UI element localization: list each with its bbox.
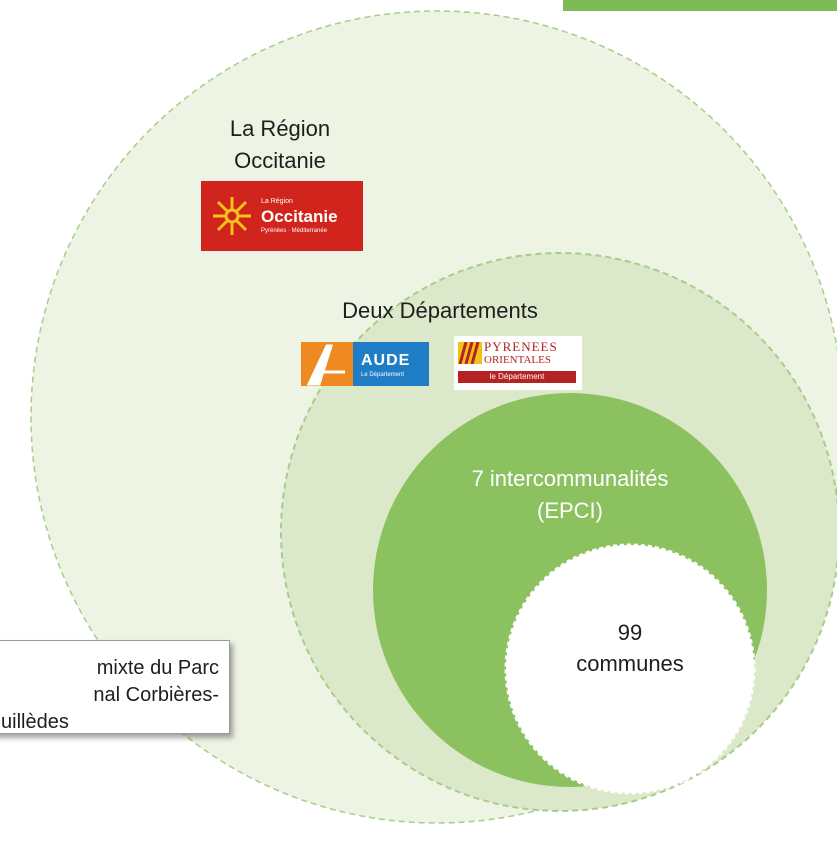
communes-label-line-1: 99 bbox=[617, 620, 643, 645]
region-label-line-2: Occitanie bbox=[234, 148, 326, 173]
communes-label: 99 communes bbox=[545, 617, 715, 679]
occitan-cross-icon bbox=[213, 197, 251, 235]
epci-label-line-2: (EPCI) bbox=[537, 498, 603, 523]
note-line-3: uillèdes bbox=[1, 711, 69, 733]
po-logo-line-2: ORIENTALES bbox=[484, 354, 551, 366]
note-line-1: mixte du Parc bbox=[96, 657, 219, 679]
communes-circle bbox=[504, 543, 756, 795]
epci-label: 7 intercommunalités (EPCI) bbox=[420, 463, 720, 527]
region-label-line-1: La Région bbox=[229, 116, 331, 141]
aude-logo-sub: Le Département bbox=[361, 372, 405, 378]
occitanie-logo: La Région Occitanie Pyrénées · Méditerra… bbox=[201, 181, 363, 251]
aude-logo: AUDE Le Département bbox=[301, 342, 429, 386]
departements-label: Deux Départements bbox=[342, 298, 538, 323]
pyrenees-orientales-logo: PYRENEES ORIENTALES le Département bbox=[454, 336, 582, 390]
aude-logo-name: AUDE bbox=[361, 352, 411, 369]
note-line-2: nal Corbières- bbox=[93, 684, 219, 706]
aude-a-icon bbox=[306, 344, 345, 386]
occitanie-logo-sub: Pyrénées · Méditerranée bbox=[261, 228, 328, 234]
epci-label-line-1: 7 intercommunalités bbox=[471, 466, 669, 491]
communes-label-line-2: communes bbox=[576, 651, 684, 676]
region-label: La Région Occitanie bbox=[190, 113, 370, 177]
syndicat-mixte-note: mixte du Parc nal Corbières- uillèdes bbox=[0, 640, 230, 734]
occitanie-logo-small: La Région bbox=[261, 198, 293, 205]
aude-logo-mark bbox=[301, 342, 353, 386]
corner-tab bbox=[563, 0, 837, 11]
po-logo-line-1: PYRENEES bbox=[484, 339, 558, 354]
catalan-stripes-icon bbox=[458, 342, 482, 364]
po-logo-line-3: le Département bbox=[458, 371, 576, 383]
occitanie-logo-name: Occitanie bbox=[261, 207, 338, 226]
